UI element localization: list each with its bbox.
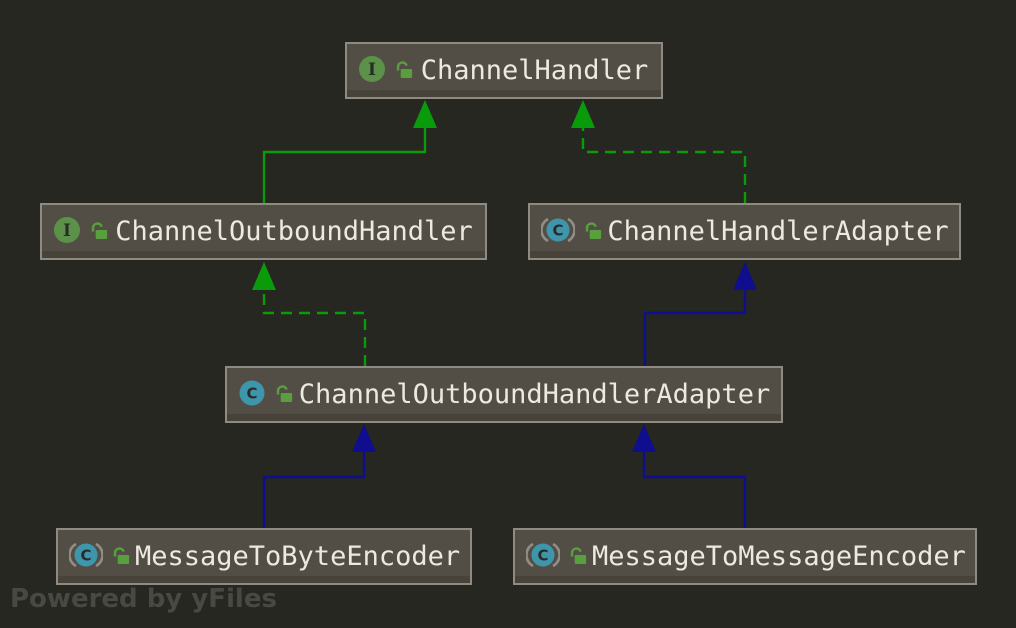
class-name-label: ChannelOutboundHandler	[115, 215, 473, 247]
interface-icon: I	[53, 216, 81, 244]
unlocked-icon	[584, 220, 603, 241]
svg-text:C: C	[537, 547, 548, 565]
unlocked-icon	[90, 220, 109, 241]
edge-channel-outbound-handler-adapter-implements-channel-outbound-handler[interactable]	[252, 262, 367, 366]
class-name-label: MessageToByteEncoder	[135, 540, 461, 572]
svg-text:C: C	[552, 222, 563, 240]
unlocked-icon	[275, 383, 294, 404]
abstract-class-icon: C	[541, 216, 575, 244]
class-node-channel-handler-adapter[interactable]: C ChannelHandlerAdapter	[528, 203, 961, 260]
unlocked-icon	[395, 59, 414, 80]
interface-icon: I	[358, 55, 386, 83]
class-node-channel-outbound-handler[interactable]: I ChannelOutboundHandler	[40, 203, 487, 260]
svg-text:I: I	[368, 60, 376, 80]
unlocked-icon	[112, 545, 131, 566]
class-node-message-to-message-encoder[interactable]: C MessageToMessageEncoder	[513, 528, 977, 585]
class-name-label: ChannelHandlerAdapter	[607, 215, 949, 247]
class-name-label: ChannelHandler	[420, 54, 649, 86]
unlocked-icon	[569, 545, 588, 566]
svg-text:C: C	[80, 547, 91, 565]
class-icon: C	[238, 379, 266, 407]
svg-text:I: I	[63, 221, 71, 241]
class-node-channel-outbound-handler-adapter[interactable]: C ChannelOutboundHandlerAdapter	[225, 366, 783, 423]
abstract-class-icon: C	[69, 541, 103, 569]
class-name-label: MessageToMessageEncoder	[592, 540, 966, 572]
abstract-class-icon: C	[526, 541, 560, 569]
class-node-message-to-byte-encoder[interactable]: C MessageToByteEncoder	[56, 528, 472, 585]
edge-channel-outbound-handler-adapter-extends-channel-handler-adapter[interactable]	[643, 262, 757, 366]
class-name-label: ChannelOutboundHandlerAdapter	[298, 378, 771, 410]
edge-channel-handler-adapter-implements-channel-handler[interactable]	[571, 100, 747, 203]
class-node-channel-handler[interactable]: I ChannelHandler	[345, 42, 663, 99]
svg-text:C: C	[246, 385, 257, 403]
edge-channel-outbound-handler-extends-channel-handler[interactable]	[262, 100, 437, 203]
edge-message-to-message-encoder-extends-channel-outbound-handler-adapter[interactable]	[632, 424, 747, 528]
edge-message-to-byte-encoder-extends-channel-outbound-handler-adapter[interactable]	[262, 424, 376, 528]
